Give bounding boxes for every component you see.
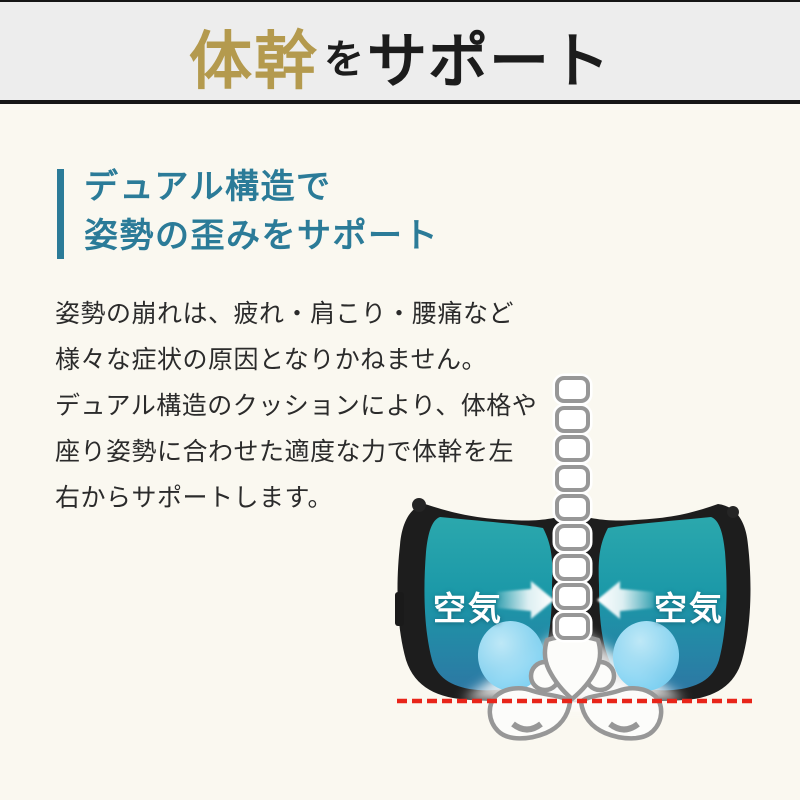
air-arrow-left-icon [497, 581, 554, 619]
section-heading-line-1: デュアル構造で [84, 167, 332, 207]
body-text-line: 座り姿勢に合わせた適度な力で体幹を左 [55, 437, 515, 466]
cushion-graphic [395, 373, 757, 741]
section-heading: デュアル構造で 姿勢の歪みをサポート [84, 163, 439, 261]
air-valve-right-icon [727, 506, 739, 518]
vertebra [555, 494, 590, 521]
header-band: 体幹 を サポート [0, 0, 800, 104]
section-heading-line-2: 姿勢の歪みをサポート [84, 216, 439, 256]
air-valve-left-icon [412, 498, 426, 512]
cushion-illustration: 空気 空気 [385, 370, 775, 760]
spine-icon [552, 373, 593, 643]
side-tab [395, 592, 404, 626]
vertebra [555, 465, 590, 492]
air-label-left: 空気 [433, 589, 503, 628]
vertebra [555, 376, 590, 403]
vertebra [555, 524, 590, 551]
pressure-blob-left [477, 621, 545, 691]
air-label-right: 空気 [654, 589, 724, 628]
vertebra [555, 406, 590, 433]
body-text-line: デュアル構造のクッションにより、体格や [55, 391, 538, 420]
air-arrow-right-icon [597, 581, 654, 619]
vertebra [555, 583, 590, 610]
body-text-line: 様々な症状の原因となりかねません。 [55, 345, 488, 374]
pressure-blob-right [612, 621, 680, 691]
page-title-suffix: サポート [367, 26, 611, 97]
vertebra [555, 613, 590, 640]
vertebra [555, 435, 590, 462]
vertebra [555, 554, 590, 581]
page-title-particle: を [324, 36, 364, 83]
heading-accent-bar [57, 169, 64, 259]
body-text-line: 右からサポートします。 [55, 483, 334, 512]
body-text-line: 姿勢の崩れは、疲れ・肩こり・腰痛など [55, 299, 515, 328]
page-title-keyword: 体幹 [189, 23, 319, 98]
body-paragraph: 姿勢の崩れは、疲れ・肩こり・腰痛など 様々な症状の原因となりかねません。 デュア… [55, 291, 537, 521]
